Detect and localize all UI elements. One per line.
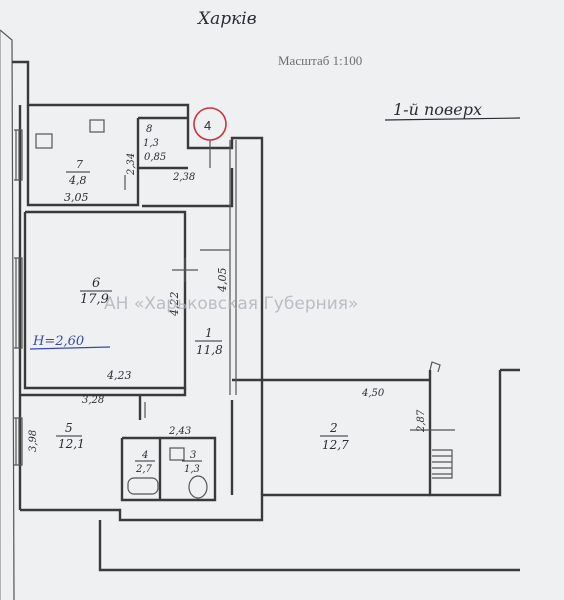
room-number: 1 bbox=[205, 326, 213, 340]
windows bbox=[14, 129, 23, 466]
city-label: Харків bbox=[196, 9, 257, 29]
room-area: 17,9 bbox=[80, 292, 109, 307]
room-area: 12,7 bbox=[322, 438, 349, 452]
room-number: 6 bbox=[92, 276, 100, 291]
scale-label: Масштаб 1:100 bbox=[278, 53, 362, 68]
floor-label: 1-й поверх bbox=[393, 100, 482, 119]
dim-2-38: 2,38 bbox=[172, 172, 195, 183]
room-3: 3 1,3 bbox=[182, 450, 202, 475]
dim-2-43: 2,43 bbox=[168, 426, 191, 437]
room-6: 6 17,9 bbox=[80, 276, 112, 307]
room-4: 4 2,7 bbox=[135, 450, 155, 475]
dim-4-50: 4,50 bbox=[361, 388, 385, 399]
dim-4-23: 4,23 bbox=[106, 369, 132, 382]
dim-0-85: 0,85 bbox=[144, 152, 166, 163]
dim-2-34: 2,34 bbox=[126, 153, 137, 176]
dimension-ticks bbox=[124, 140, 455, 431]
dim-3-28: 3,28 bbox=[82, 395, 104, 406]
room-7: 7 4,8 bbox=[66, 158, 90, 187]
room-2: 2 12,7 bbox=[320, 421, 349, 452]
room-area: 11,8 bbox=[196, 343, 223, 357]
interior-walls bbox=[20, 116, 262, 502]
bathtub-icon bbox=[127, 477, 159, 495]
room-number: 3 bbox=[190, 450, 196, 461]
room-area: 1,3 bbox=[143, 138, 159, 149]
floor-underline bbox=[384, 117, 521, 121]
room-8: 8 1,3 bbox=[143, 124, 159, 149]
room-1: 1 11,8 bbox=[195, 326, 223, 357]
room-area: 2,7 bbox=[135, 464, 153, 475]
dim-3-05: 3,05 bbox=[64, 191, 89, 204]
dim-3-98: 3,98 bbox=[28, 430, 39, 452]
outer-walls bbox=[12, 60, 520, 572]
room-area: 12,1 bbox=[58, 437, 85, 451]
staircase bbox=[429, 361, 453, 479]
room-number: 2 bbox=[329, 421, 338, 435]
binding-edge bbox=[0, 29, 15, 600]
ceiling-height-underline bbox=[29, 346, 111, 350]
room-number: 5 bbox=[65, 421, 73, 435]
room-number: 4 bbox=[141, 450, 148, 461]
room-5: 5 12,1 bbox=[56, 421, 85, 451]
room-area: 4,8 bbox=[68, 174, 87, 187]
dim-4-22: 4,22 bbox=[168, 292, 181, 318]
room-number: 7 bbox=[76, 158, 83, 171]
dim-4-05: 4,05 bbox=[216, 268, 229, 294]
sink-icon bbox=[169, 447, 185, 461]
stamp-number: 4 bbox=[204, 118, 211, 133]
room-number: 8 bbox=[146, 124, 152, 135]
kitchen-sink-icon bbox=[89, 119, 105, 133]
ceiling-height-label: Н=2,60 bbox=[32, 334, 84, 349]
stamp-circle bbox=[193, 107, 227, 141]
toilet-icon bbox=[188, 475, 208, 499]
dim-2-87: 2,87 bbox=[416, 409, 427, 433]
stove-icon bbox=[35, 133, 53, 149]
watermark-text: АН «Харьковская Губерния» bbox=[104, 294, 358, 314]
room-area: 1,3 bbox=[184, 464, 200, 475]
